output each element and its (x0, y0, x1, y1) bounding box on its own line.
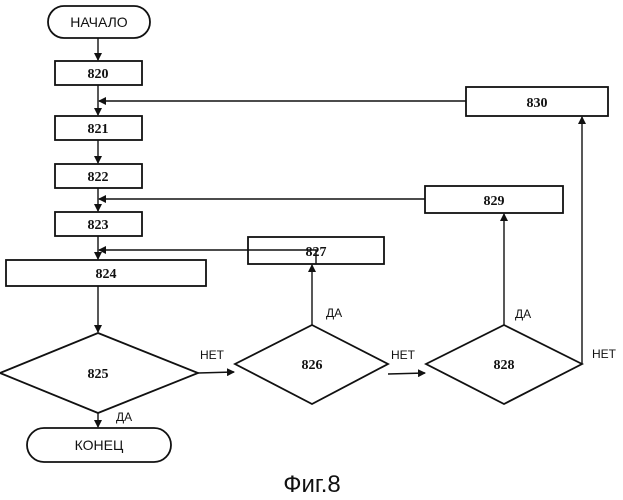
end-label: КОНЕЦ (75, 437, 124, 453)
block-820-label: 820 (88, 67, 109, 82)
block-823: 823 (55, 212, 142, 236)
decision-826: 826 (235, 325, 388, 404)
figure-caption: Фиг.8 (283, 471, 341, 498)
start-terminal: НАЧАЛО (48, 6, 150, 38)
block-829: 829 (425, 186, 563, 213)
block-821-label: 821 (88, 122, 109, 137)
decision-825-label: 825 (88, 367, 109, 382)
edge-label-825-no: НЕТ (200, 348, 225, 362)
decision-828: 828 (426, 325, 582, 404)
block-824-label: 824 (96, 267, 117, 282)
decision-826-label: 826 (302, 358, 323, 373)
block-830-label: 830 (527, 96, 548, 111)
decision-825: 825 (0, 333, 198, 413)
edge-label-828-no: НЕТ (592, 347, 617, 361)
arrow-826-828 (388, 373, 425, 374)
block-830: 830 (466, 87, 608, 116)
block-822: 822 (55, 164, 142, 188)
block-821: 821 (55, 116, 142, 140)
block-820: 820 (55, 61, 142, 85)
block-829-label: 829 (484, 194, 505, 209)
edge-label-825-yes: ДА (116, 410, 132, 424)
edge-label-826-yes: ДА (326, 306, 342, 320)
block-824: 824 (6, 260, 206, 286)
block-822-label: 822 (88, 170, 109, 185)
block-823-label: 823 (88, 218, 109, 233)
edge-label-828-yes: ДА (515, 307, 531, 321)
end-terminal: КОНЕЦ (27, 428, 171, 462)
edge-label-826-no: НЕТ (391, 348, 416, 362)
decision-828-label: 828 (494, 358, 515, 373)
start-label: НАЧАЛО (70, 14, 128, 30)
arrow-825-826 (198, 372, 234, 373)
